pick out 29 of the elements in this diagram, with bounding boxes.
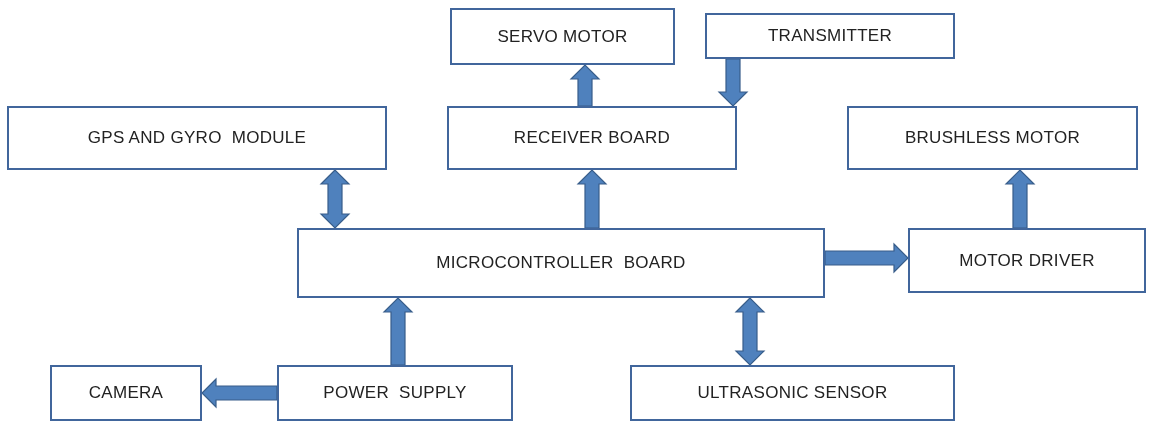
block-arrow	[319, 169, 351, 229]
box-label: TRANSMITTER	[767, 26, 893, 46]
box-label: CAMERA	[88, 383, 164, 403]
block-arrow	[576, 169, 608, 229]
process-box	[447, 106, 737, 170]
process-box	[450, 8, 675, 65]
block-arrow	[734, 297, 766, 366]
process-box	[7, 106, 387, 170]
process-box	[908, 228, 1146, 293]
block-arrow	[824, 242, 909, 274]
process-box	[50, 365, 202, 421]
box-label: BRUSHLESS MOTOR	[904, 128, 1081, 148]
process-box	[630, 365, 955, 421]
block-arrow	[1004, 169, 1036, 229]
process-box	[705, 13, 955, 59]
block-arrow	[717, 58, 749, 107]
block-arrow	[201, 377, 278, 409]
box-label: ULTRASONIC SENSOR	[697, 383, 888, 403]
process-box	[297, 228, 825, 298]
box-label: SERVO MOTOR	[497, 26, 628, 47]
box-label: RECEIVER BOARD	[513, 128, 671, 148]
process-box	[847, 106, 1138, 170]
block-arrow	[382, 297, 414, 366]
process-box	[277, 365, 513, 421]
block-arrow	[569, 64, 601, 107]
box-label: MOTOR DRIVER	[959, 250, 1095, 271]
box-label: GPS AND GYRO MODULE	[87, 128, 307, 148]
box-label: POWER SUPPLY	[323, 383, 467, 403]
box-label: MICROCONTROLLER BOARD	[436, 253, 686, 273]
